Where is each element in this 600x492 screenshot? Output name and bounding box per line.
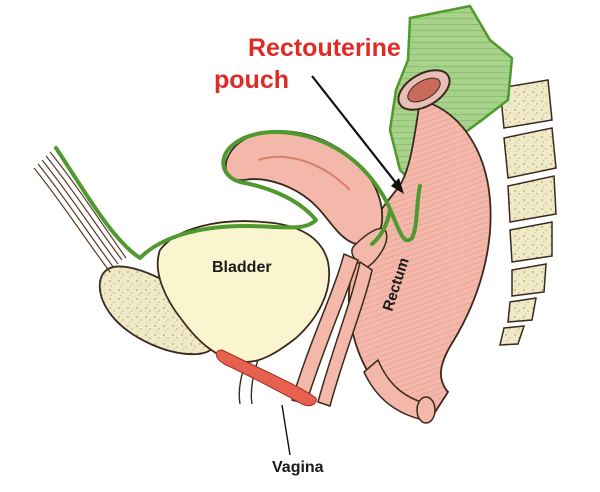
sacrum-bones <box>499 79 557 346</box>
pouch-pointer-line <box>311 75 401 189</box>
vagina-pointer-line <box>281 404 291 456</box>
pouch-pointer-arrowhead <box>391 178 404 194</box>
bladder-label: Bladder <box>212 259 272 276</box>
title-line-1: Rectouterine <box>248 34 401 62</box>
title-line-2: pouch <box>214 66 289 94</box>
peritoneum-line <box>54 130 422 260</box>
vagina-label: Vagina <box>272 459 324 476</box>
rectum-organ <box>347 69 492 424</box>
bladder-organ <box>156 220 331 405</box>
vagina-canal <box>215 252 373 407</box>
abdominal-wall <box>33 151 127 273</box>
